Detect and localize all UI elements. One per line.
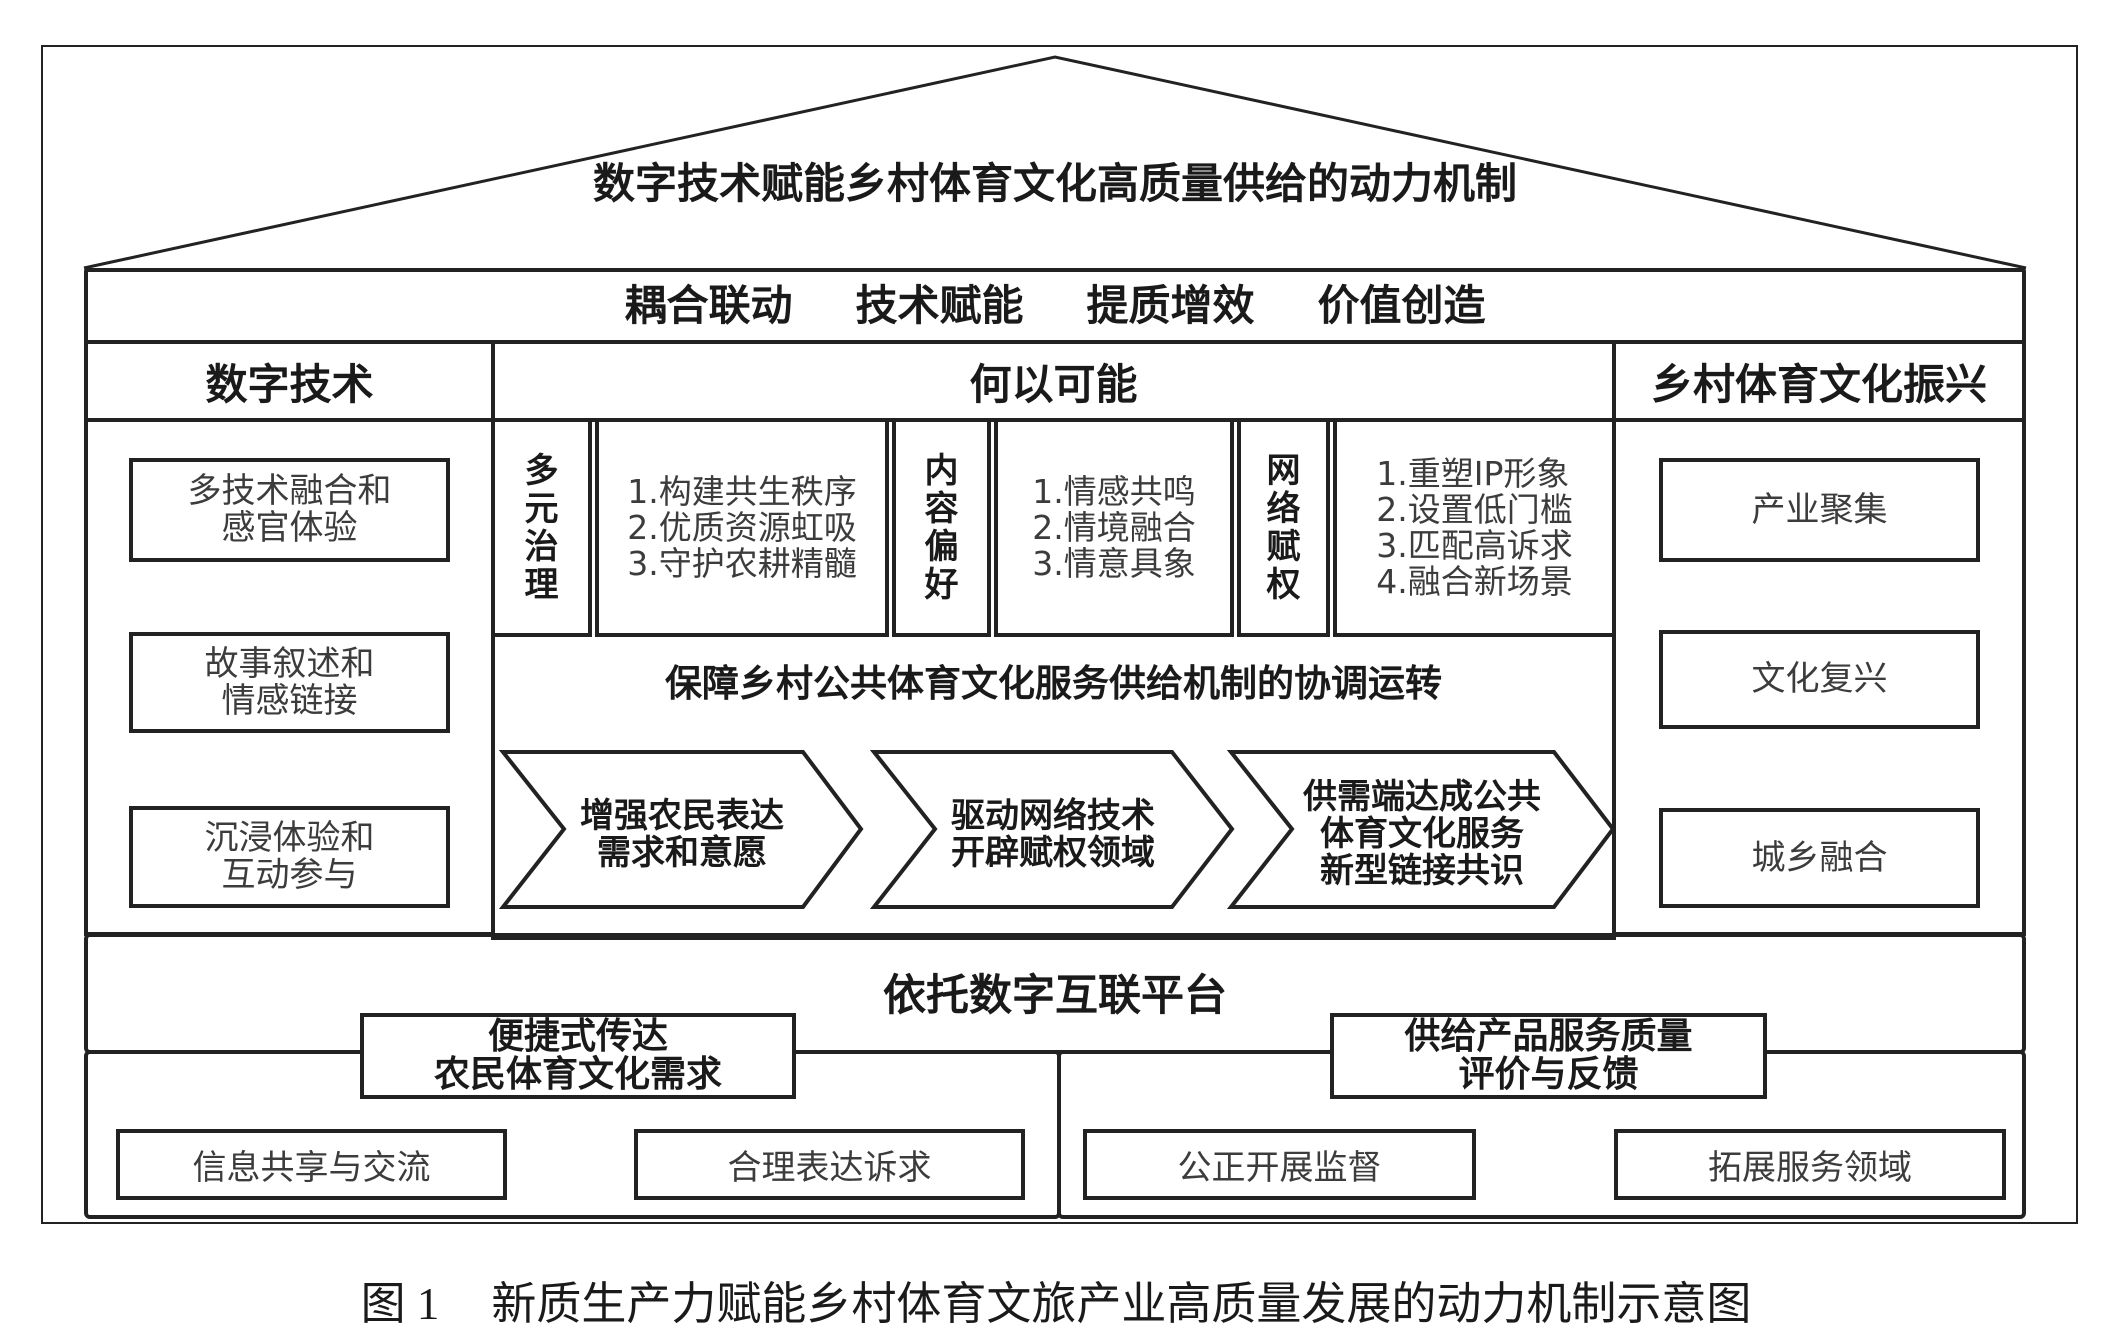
step-line: 开辟赋权领域 — [951, 832, 1155, 873]
digital-tech-item: 故事叙述和 情感链接 — [129, 632, 450, 733]
dimension-point: 3.情意具象 — [1032, 543, 1196, 583]
dimension-points-list: 1.情感共鸣 2.情境融合 3.情意具象 — [1032, 471, 1196, 583]
roof-outline — [83, 55, 2027, 270]
item-line: 互动参与 — [221, 855, 358, 895]
digital-tech-header: 数字技术 — [84, 340, 495, 422]
dimension-point: 1.构建共生秩序 — [627, 471, 857, 511]
governance-points-cell: 1.构建共生秩序 2.优质资源虹吸 3.守护农耕精髓 — [595, 418, 889, 637]
digital-tech-item: 沉浸体验和 互动参与 — [129, 806, 450, 908]
step-arrows — [498, 750, 1616, 909]
governance-label-cell: 多元治理 — [491, 418, 592, 637]
figure-number: 图 1 — [360, 1278, 440, 1329]
channel-action: 公正开展监督 — [1083, 1129, 1476, 1200]
channel-action: 合理表达诉求 — [634, 1129, 1025, 1200]
possibility-header: 何以可能 — [491, 340, 1616, 422]
principles-band: 耦合联动 技术赋能 提质增效 价值创造 — [84, 268, 2026, 344]
item-line: 情感链接 — [221, 680, 358, 721]
dimension-point: 3.守护农耕精髓 — [627, 543, 857, 583]
revitalization-header: 乡村体育文化振兴 — [1612, 340, 2026, 422]
step-line: 体育文化服务 — [1320, 814, 1524, 854]
network-empowerment-label-cell: 网络赋权 — [1237, 418, 1330, 637]
step-text: 供需端达成公共 体育文化服务 新型链接共识 — [1231, 752, 1613, 907]
roof-title: 数字技术赋能乡村体育文化高质量供给的动力机制 — [592, 159, 1517, 208]
dimension-points-list: 1.构建共生秩序 2.优质资源虹吸 3.守护农耕精髓 — [627, 471, 857, 583]
content-preference-points-cell: 1.情感共鸣 2.情境融合 3.情意具象 — [994, 418, 1234, 637]
dimension-point: 2.设置低门槛 — [1376, 489, 1573, 529]
step-line: 供需端达成公共 — [1303, 777, 1541, 817]
roof-line — [83, 55, 2027, 270]
principle-label: 耦合联动 — [624, 281, 793, 330]
channel-action: 拓展服务领域 — [1614, 1129, 2006, 1200]
dimension-label: 多元治理 — [524, 450, 559, 605]
revitalization-item: 产业聚集 — [1659, 458, 1980, 562]
revitalization-item: 城乡融合 — [1659, 808, 1980, 908]
step-line: 需求和意愿 — [597, 832, 767, 873]
feedback-channel-tab: 供给产品服务质量 评价与反馈 — [1330, 1013, 1767, 1099]
item-line: 感官体验 — [221, 508, 358, 548]
step-arrow-1 — [498, 750, 864, 909]
item-line: 多技术融合和 — [187, 471, 392, 511]
platform-title: 依托数字互联平台 — [883, 971, 1227, 1021]
dimension-points-list: 1.重塑IP形象 2.设置低门槛 3.匹配高诉求 4.融合新场景 — [1376, 453, 1573, 601]
item-line: 故事叙述和 — [204, 643, 375, 684]
dimension-point: 4.融合新场景 — [1376, 561, 1573, 601]
diagram-frame — [41, 45, 2078, 1224]
item-line: 沉浸体验和 — [204, 818, 375, 858]
tab-line: 评价与反馈 — [1458, 1054, 1639, 1095]
dimension-point: 2.优质资源虹吸 — [627, 507, 857, 547]
dimension-point: 1.重塑IP形象 — [1376, 453, 1570, 493]
digital-tech-item: 多技术融合和 感官体验 — [129, 458, 450, 562]
step-line: 增强农民表达 — [580, 795, 784, 836]
content-preference-label-cell: 内容偏好 — [892, 418, 991, 637]
step-line: 新型链接共识 — [1320, 851, 1524, 891]
dimension-label: 内容偏好 — [924, 450, 959, 605]
step-text: 驱动网络技术 开辟赋权领域 — [874, 752, 1232, 907]
network-empowerment-points-cell: 1.重塑IP形象 2.设置低门槛 3.匹配高诉求 4.融合新场景 — [1333, 418, 1616, 637]
step-arrow-2 — [869, 750, 1235, 909]
principle-label: 价值创造 — [1317, 281, 1486, 330]
tab-line: 农民体育文化需求 — [433, 1054, 722, 1095]
revitalization-item: 文化复兴 — [1659, 630, 1980, 729]
channel-action: 信息共享与交流 — [116, 1129, 507, 1200]
step-line: 驱动网络技术 — [951, 795, 1155, 836]
dimension-point: 2.情境融合 — [1032, 507, 1196, 547]
step-text: 增强农民表达 需求和意愿 — [503, 752, 861, 907]
tab-line: 供给产品服务质量 — [1404, 1016, 1693, 1057]
principle-label: 技术赋能 — [855, 281, 1024, 330]
dimension-point: 1.情感共鸣 — [1032, 471, 1196, 511]
figure-title: 新质生产力赋能乡村体育文旅产业高质量发展的动力机制示意图 — [491, 1278, 1752, 1329]
demand-channel-tab: 便捷式传达 农民体育文化需求 — [360, 1013, 796, 1099]
dimension-point: 3.匹配高诉求 — [1376, 525, 1573, 565]
figure-caption: 图 1 新质生产力赋能乡村体育文旅产业高质量发展的动力机制示意图 — [0, 1272, 2112, 1329]
dimension-label: 网络赋权 — [1266, 450, 1301, 605]
tab-line: 便捷式传达 — [487, 1016, 668, 1057]
guarantee-statement: 保障乡村公共体育文化服务供给机制的协调运转 — [665, 662, 1442, 705]
step-arrow-3 — [1226, 750, 1616, 909]
principle-label: 提质增效 — [1086, 281, 1255, 330]
